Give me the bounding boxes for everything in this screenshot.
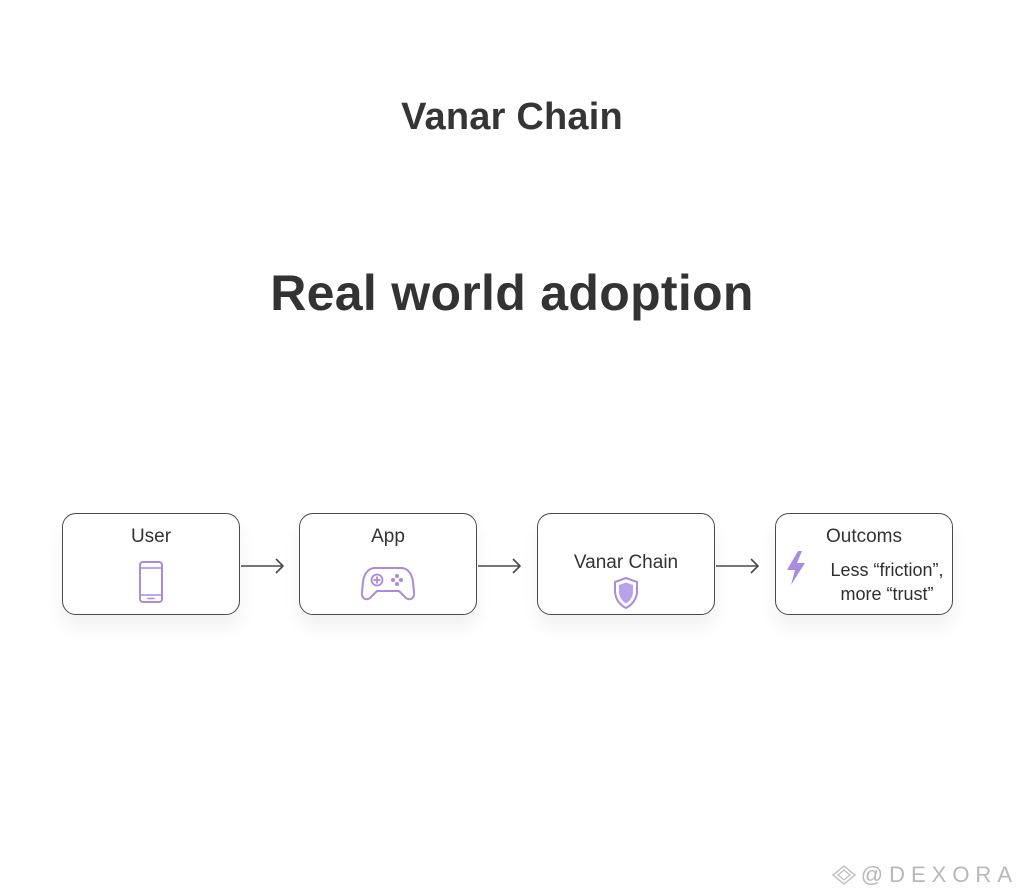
flow-step-app: App [299, 513, 477, 615]
step-label-app: App [371, 526, 405, 547]
watermark-text: @DEXORA [860, 862, 1018, 887]
lightning-bolt-icon [787, 551, 805, 585]
flow-step-vanar-chain: Vanar Chain [537, 513, 715, 615]
watermark: @DEXORA [831, 862, 1018, 888]
smartphone-icon [139, 561, 163, 603]
flow-step-user: User [62, 513, 240, 615]
flow-step-outcomes: Outcoms Less “friction”, more “trust” [775, 513, 953, 615]
step-label-vanar-chain: Vanar Chain [573, 552, 679, 573]
arrow-right-icon [716, 558, 759, 574]
outcome-text: Less “friction”, more “trust” [818, 558, 956, 606]
arrow-right-icon [478, 558, 521, 574]
brand-title: Vanar Chain [401, 96, 623, 138]
outcome-line-friction: Less “friction”, [830, 560, 944, 580]
outcome-line-trust: more “trust” [840, 584, 934, 604]
arrow-right-icon [241, 558, 284, 574]
step-label-user: User [130, 526, 172, 547]
headline: Real world adoption [270, 265, 754, 321]
diamond-logo-icon [831, 865, 856, 885]
step-label-outcomes: Outcoms [825, 526, 903, 547]
shield-icon [614, 577, 638, 609]
gamepad-icon [361, 567, 415, 601]
